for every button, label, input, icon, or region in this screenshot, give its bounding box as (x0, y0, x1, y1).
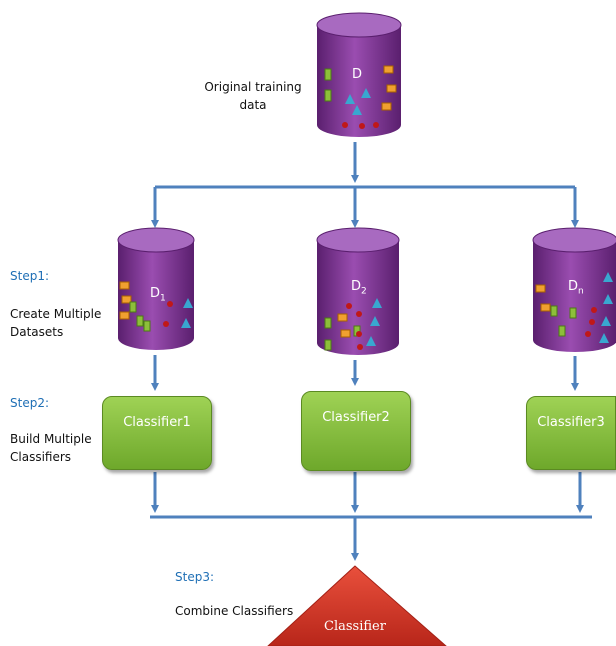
combined-classifier-triangle (267, 565, 447, 646)
original-data-label: Original training data (204, 80, 302, 112)
final-classifier-label: Classifier (324, 619, 386, 634)
step2-label: Step2: (10, 396, 49, 410)
dataset-label-original: D (352, 67, 363, 82)
classifier2-box: Classifier2 (301, 391, 411, 471)
dataset-label-d1: D1 (150, 286, 166, 304)
connectors-bottom (150, 472, 592, 561)
classifier1-label: Classifier1 (123, 415, 191, 430)
step1-description: Create Multiple Datasets (10, 307, 102, 339)
classifier1-box: Classifier1 (102, 396, 212, 470)
classifier3-label: Classifier3 (537, 415, 605, 430)
cylinder-d1 (117, 227, 195, 350)
cylinder-d2 (316, 227, 400, 355)
dataset-label-d2: D2 (351, 279, 367, 297)
dataset-label-dn: Dn (568, 279, 584, 297)
classifier2-label: Classifier2 (322, 410, 390, 425)
step3-label: Step3: (175, 570, 214, 584)
cylinder-original (316, 12, 402, 137)
step2-description: Build Multiple Classifiers (10, 432, 92, 464)
connectors-top (151, 142, 579, 228)
classifier3-box: Classifier3 (526, 396, 616, 470)
cylinder-dn (532, 227, 616, 352)
connectors-middle (151, 355, 579, 391)
step1-label: Step1: (10, 269, 49, 283)
step3-description: Combine Classifiers (175, 604, 294, 618)
